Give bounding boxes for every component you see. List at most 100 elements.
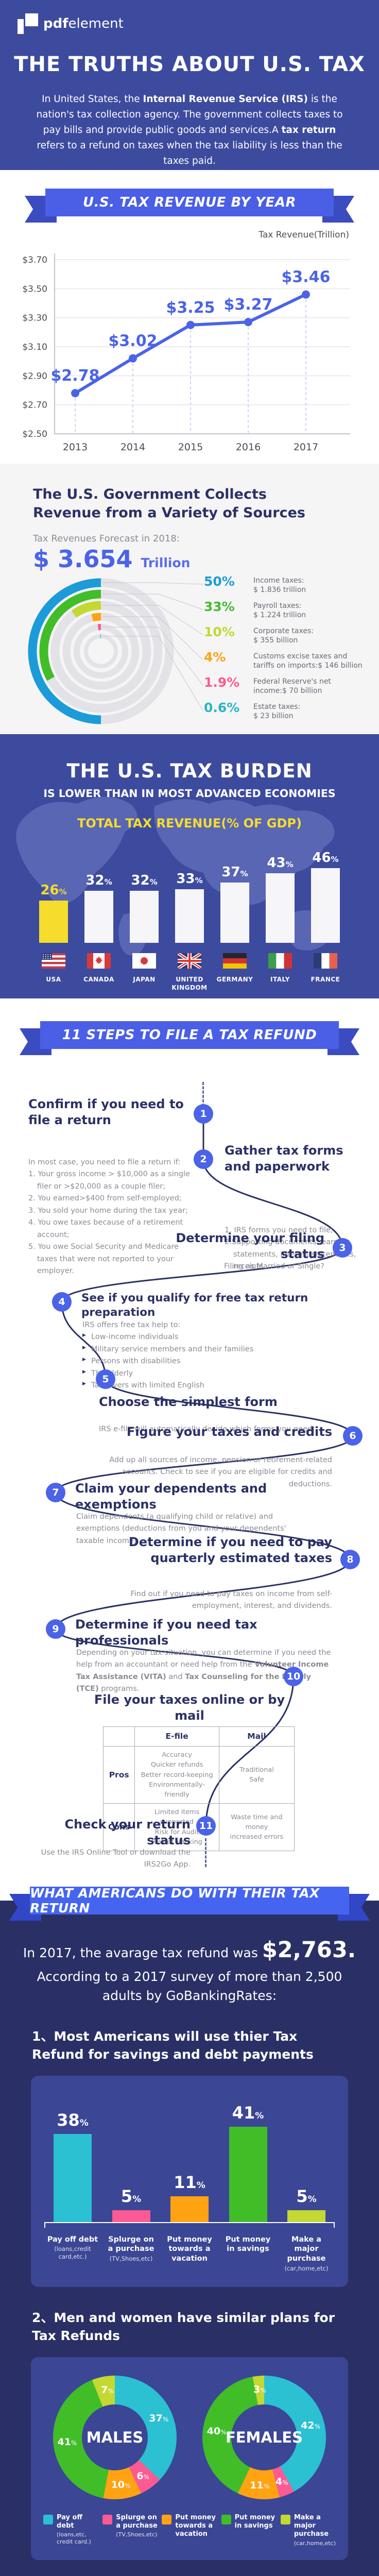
step-body-text: Claim dependents (a qualifying child or … [76,1513,286,1545]
step-title: File your taxes online or by mail [94,1692,285,1723]
intro-paragraph: In United States, the Internal Revenue S… [29,92,350,169]
percent-sign: % [162,2416,169,2424]
source-percentage: 4% [204,650,226,665]
pdfelement-logo: pdfelement [18,13,124,34]
donut-center-label: FEMALES [225,2428,303,2446]
value-number: 41 [232,2103,255,2123]
country-bar [311,868,340,943]
value-number: 10 [111,2479,125,2491]
value-number: 38 [57,2110,80,2130]
country-bar-stack: 26% [39,844,68,943]
step-body-text: Use the IRS Online Tool or download the … [41,1849,191,1869]
legend-item: Put money towards a vacation [162,2514,217,2547]
country-name: UNITED KINGDOM [171,976,208,991]
percent-sign: % [263,2482,270,2490]
step-bullet: The elderly [82,1368,330,1380]
text-run: Volunteer Income Tax Assistance (VITA) [76,1660,329,1681]
country-bar-stack: 46% [311,844,340,943]
value-number: 5 [120,2186,133,2206]
country-value-label: 43% [267,855,293,871]
country-bar [130,891,159,943]
legend-label: Make a major purchase(car,home,etc) [294,2514,336,2547]
step-title: Gather tax forms and paperwork [225,1143,343,1174]
percent-sign: % [149,877,158,887]
donut-segment-label: 4% [275,2476,288,2487]
y-tick-label: $3.10 [22,342,47,352]
percent-sign: % [260,2387,266,2395]
steps-banner-label: 11 STEPS TO FILE A TAX REFUND [62,1027,317,1043]
step-body: IRS e-file will automatically decide whi… [99,1423,320,1435]
source-percentage: 1.9% [204,675,240,690]
value-number: 11 [250,2479,264,2491]
percent-sign: % [104,877,112,887]
country-value-label: 33% [176,871,202,887]
donut-segment-label: 3% [253,2384,266,2395]
steps-curve [55,1113,354,1826]
step-block-4: See if you qualify for free tax return p… [81,1291,379,1389]
step-number-1: 1 [194,1104,213,1124]
text-run: Depending on your tax situation, you can… [76,1649,331,1669]
value-number: 37 [221,865,240,880]
country-name: GERMANY [216,976,253,983]
step-body-intro: In most case, you need to file a return … [28,1158,181,1166]
legend-item: Splurge on a purchase(TV,Shoes,etc) [102,2514,158,2547]
refund-bar-column: 5% [105,2187,158,2222]
percent-sign: % [331,855,339,864]
x-tick-label: 2017 [294,442,318,453]
step-body-line: 5. You owe Social Security and Medicare … [28,1243,179,1276]
step-body-line: 3. You sold your home during the tax yea… [28,1206,188,1215]
sources-forecast-value: $ 3.654 Trillion [33,545,191,573]
step-bullet: Military service members and their famil… [82,1344,330,1355]
legend-swatch [221,2514,231,2524]
burden-subtitle: IS LOWER THAN IN MOST ADVANCED ECONOMIES [43,787,336,800]
burden-title: THE U.S. TAX BURDEN [66,760,313,782]
line-chart-point [129,354,137,363]
step-title: Check your return status [64,1817,191,1848]
legend-name: Splurge on a purchase [116,2513,158,2530]
sources-title: The U.S. Government Collects Revenue fro… [33,486,305,521]
text-run: Tax Counseling for the Elderly (TCE) [76,1672,312,1693]
step-body-line: 2. You earned>$400 from self-employed; [28,1194,182,1203]
legend-swatch [280,2514,290,2524]
source-label: Payroll taxes:$ 1.224 trillion [253,602,306,620]
refund-category-label: Splurge on a purchase(TV,Shoes,etc) [105,2235,158,2273]
step-number-10: 10 [284,1667,303,1686]
step-block-1: Confirm if you need to file a return In m… [28,1096,190,1275]
category-sub: (loans,credit card,etc.) [54,2245,91,2261]
section-revenue-sources: The U.S. Government Collects Revenue fro… [0,464,379,734]
category-sub: (TV,Shoes,etc) [109,2255,153,2263]
step-body: Depending on your tax situation, you can… [76,1647,331,1696]
point-value-label: $2.78 [51,367,100,385]
step-title: Confirm if you need to file a return [28,1097,184,1128]
source-percentage: 0.6% [204,700,240,715]
value-number: 32 [131,873,150,888]
line-chart-point [186,320,195,329]
legend-label: Put money towards a vacation [175,2514,217,2547]
source-label: Estate taxes:$ 23 billion [253,703,301,721]
country-name: USA [46,976,61,983]
point-value-label: $3.02 [109,332,158,350]
steps-banner: 11 STEPS TO FILE A TAX REFUND [20,1021,359,1055]
refund-bar [54,2133,92,2222]
legend-item: Pay off debt(loans,etc, credit card.) [43,2514,98,2547]
value-number: 42 [301,2419,315,2431]
refund-bar [287,2210,325,2222]
country-value-label: 26% [40,883,66,898]
country-column: 46%FRANCE [303,844,348,992]
refund-plans-bar-chart: 38%5%11%41%5% [44,2098,335,2222]
step-number-4: 4 [52,1292,72,1312]
percent-sign: % [314,2422,321,2430]
text-run: tax return [281,124,336,135]
step-body: Use the IRS Online Tool or download the … [31,1847,191,1871]
tax-revenue-line-chart: $2.50$2.70$2.90$3.10$3.30$3.50$3.70$2.78… [22,253,350,453]
step-body: IRS offers free tax help to:Low-income i… [82,1319,330,1392]
